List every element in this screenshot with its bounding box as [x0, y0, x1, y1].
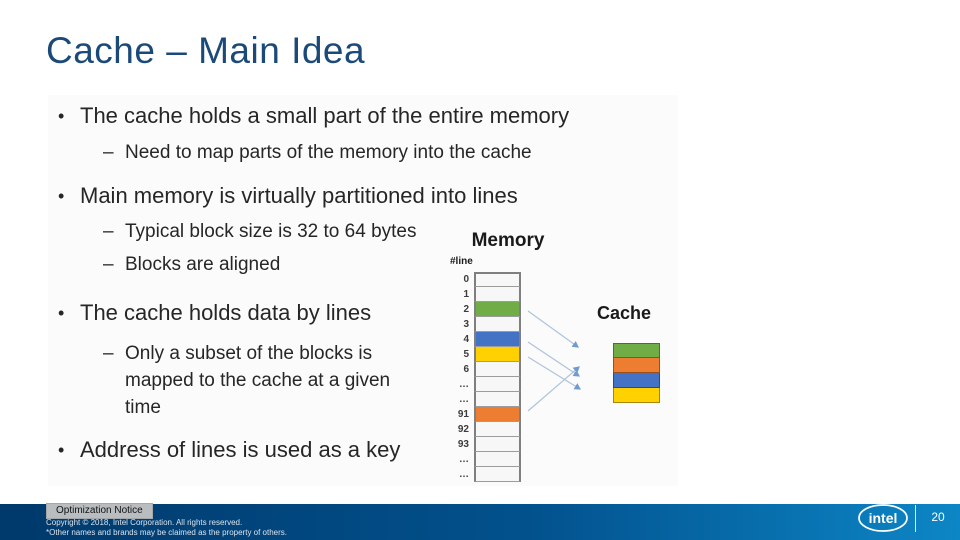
- memory-row: 0: [440, 272, 521, 287]
- page-number: 20: [931, 510, 945, 524]
- memory-row: …: [440, 377, 521, 392]
- memory-row-cell: [474, 422, 521, 437]
- memory-row: 5: [440, 347, 521, 362]
- memory-row-cell: [474, 362, 521, 377]
- bullet-dash-icon: –: [103, 221, 114, 242]
- memory-label: Memory: [471, 230, 545, 251]
- memory-row: 2: [440, 302, 521, 317]
- memory-row-label: …: [459, 379, 469, 390]
- memory-row-label: 92: [457, 424, 469, 435]
- memory-row: 6: [440, 362, 521, 377]
- intel-logo: intel: [858, 504, 908, 532]
- memory-row-label: 91: [457, 409, 469, 420]
- cache-label: Cache: [596, 303, 652, 323]
- memory-row-label: 4: [463, 334, 469, 345]
- memory-row: 1: [440, 287, 521, 302]
- bullet-text: Only a subset of the blocks is mapped to…: [125, 343, 391, 418]
- memory-row-cell: [474, 452, 521, 467]
- bullet-subitem: – Only a subset of the blocks is mapped …: [103, 340, 403, 421]
- bullet-dot-icon: •: [58, 440, 65, 460]
- memory-row-cell: [474, 317, 521, 332]
- memory-row: 4: [440, 332, 521, 347]
- memory-row-cell: [474, 287, 521, 302]
- bullet-text: The cache holds a small part of the enti…: [80, 103, 570, 128]
- intel-logo-text: intel: [869, 510, 898, 526]
- bullet-text: Typical block size is 32 to 64 bytes: [125, 221, 417, 242]
- memory-row-label: …: [459, 394, 469, 405]
- bullet-subitem: – Need to map parts of the memory into t…: [103, 139, 532, 166]
- copyright-line-2: *Other names and brands may be claimed a…: [46, 528, 288, 537]
- cache-table: [613, 343, 660, 403]
- bullet-text: The cache holds data by lines: [80, 300, 372, 325]
- cache-row-cell: [613, 358, 660, 373]
- line-number-label: #line: [450, 256, 473, 267]
- cache-row-cell: [613, 343, 660, 358]
- memory-row-cell: [474, 377, 521, 392]
- memory-row: 93: [440, 437, 521, 452]
- slide-title: Cache – Main Idea: [46, 30, 366, 71]
- memory-row-cell: [474, 272, 521, 287]
- bullet-dot-icon: •: [58, 186, 65, 206]
- memory-row-label: 2: [463, 304, 469, 315]
- footer-divider: [915, 505, 916, 532]
- memory-row-label: …: [459, 469, 469, 480]
- slide-content-image: • The cache holds a small part of the en…: [48, 95, 678, 486]
- copyright-line-1: Copyright © 2018, Intel Corporation. All…: [46, 518, 243, 527]
- memory-row-label: 5: [463, 349, 469, 360]
- footer-bar: [0, 504, 960, 540]
- memory-row-label: 1: [463, 289, 469, 300]
- bullet-text: Need to map parts of the memory into the…: [125, 142, 532, 163]
- memory-row-cell: [474, 392, 521, 407]
- bullet-subitem: – Typical block size is 32 to 64 bytes: [103, 218, 416, 245]
- bullet-subitem: – Blocks are aligned: [103, 251, 280, 278]
- bullet-item: • Address of lines is used as a key: [58, 437, 400, 463]
- bullet-item: • The cache holds a small part of the en…: [58, 103, 569, 129]
- memory-row-cell: [474, 467, 521, 482]
- bullet-text: Main memory is virtually partitioned int…: [80, 183, 518, 208]
- bullet-dash-icon: –: [103, 254, 114, 275]
- bullet-dot-icon: •: [58, 303, 65, 323]
- memory-row-label: 6: [463, 364, 469, 375]
- memory-row-cell: [474, 407, 521, 422]
- memory-row-cell: [474, 347, 521, 362]
- bullet-item: • Main memory is virtually partitioned i…: [58, 183, 518, 209]
- memory-row-label: 93: [457, 439, 469, 450]
- bullet-text: Blocks are aligned: [125, 254, 281, 275]
- bullet-dot-icon: •: [58, 106, 65, 126]
- memory-row: …: [440, 467, 521, 482]
- memory-row-label: …: [459, 454, 469, 465]
- memory-row-cell: [474, 332, 521, 347]
- bullet-text: Address of lines is used as a key: [80, 437, 401, 462]
- bullet-item: • The cache holds data by lines: [58, 300, 371, 326]
- optimization-notice-badge: Optimization Notice: [46, 503, 153, 519]
- memory-row-label: 3: [463, 319, 469, 330]
- memory-row-cell: [474, 302, 521, 317]
- cache-row-cell: [613, 388, 660, 403]
- memory-row: …: [440, 452, 521, 467]
- memory-row: …: [440, 392, 521, 407]
- memory-row-label: 0: [463, 274, 469, 285]
- cache-row-cell: [613, 373, 660, 388]
- memory-row: 92: [440, 422, 521, 437]
- memory-row: 91: [440, 407, 521, 422]
- bullet-dash-icon: –: [103, 142, 114, 163]
- memory-table: 0 1 2 3 4 5 6 … … 91 92 93 … …: [440, 272, 521, 482]
- memory-row: 3: [440, 317, 521, 332]
- bullet-dash-icon: –: [103, 343, 114, 364]
- memory-row-cell: [474, 437, 521, 452]
